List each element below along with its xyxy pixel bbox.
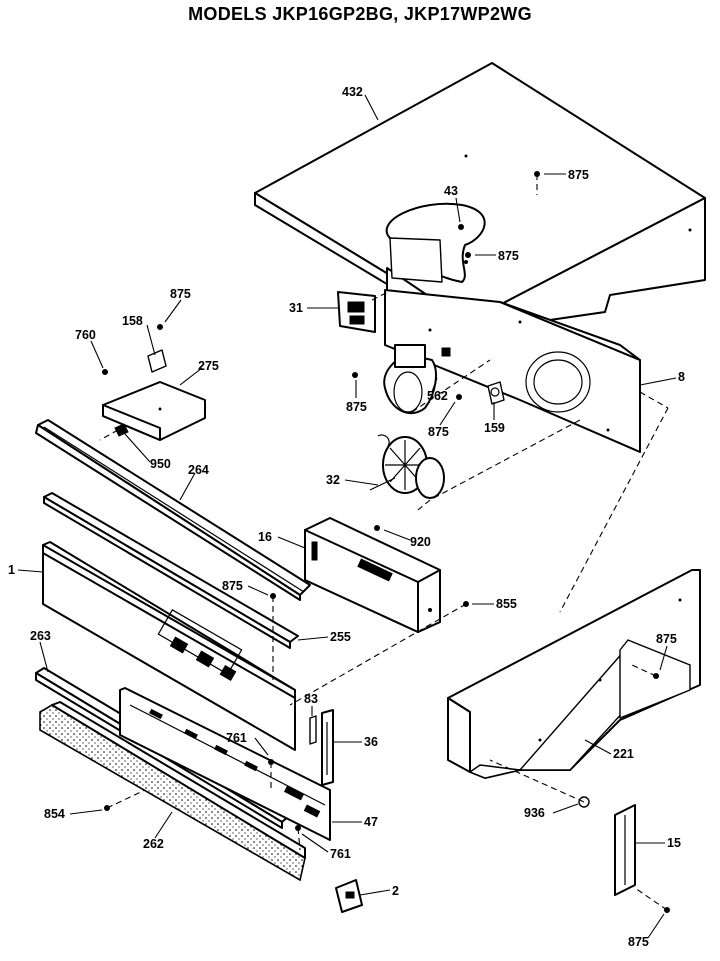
diagram-title: MODELS JKP16GP2BG, JKP17WP2WG (188, 4, 532, 24)
label-8: 8 (678, 370, 685, 384)
strip-255 (43, 492, 299, 649)
label-221: 221 (613, 747, 634, 761)
label-15: 15 (667, 836, 681, 850)
part-labels: 432 875 43 875 31 875 158 760 275 8 562 … (8, 85, 685, 949)
label-855: 855 (496, 597, 517, 611)
top-cover-432 (254, 62, 706, 333)
label-36: 36 (364, 735, 378, 749)
label-875-c: 875 (170, 287, 191, 301)
label-158: 158 (122, 314, 143, 328)
switch-31 (337, 291, 376, 333)
label-31: 31 (289, 301, 303, 315)
label-562: 562 (427, 389, 448, 403)
label-875-f: 875 (222, 579, 243, 593)
bracket-275 (102, 349, 206, 441)
bracket-15 (614, 804, 636, 896)
bracket-36 (321, 709, 334, 786)
control-panel-47 (119, 687, 331, 841)
label-760: 760 (75, 328, 96, 342)
label-875-b: 875 (498, 249, 519, 263)
trim-264 (35, 419, 311, 601)
end-cap-2 (335, 879, 363, 913)
label-16: 16 (258, 530, 272, 544)
fan-32 (369, 434, 445, 499)
label-875-g: 875 (656, 632, 677, 646)
assembly-lines (99, 174, 669, 911)
label-761-a: 761 (226, 731, 247, 745)
grille-262 (39, 701, 306, 882)
label-263: 263 (30, 629, 51, 643)
label-950: 950 (150, 457, 171, 471)
back-plate-8 (384, 289, 641, 453)
bracket-159 (487, 381, 505, 405)
control-housing-16 (304, 517, 441, 633)
label-875-e: 875 (428, 425, 449, 439)
label-936: 936 (524, 806, 545, 820)
label-47: 47 (364, 815, 378, 829)
element-43 (385, 202, 486, 283)
label-83: 83 (304, 692, 318, 706)
label-43: 43 (444, 184, 458, 198)
label-159: 159 (484, 421, 505, 435)
clip-83 (309, 715, 317, 745)
label-875-d: 875 (346, 400, 367, 414)
label-275: 275 (198, 359, 219, 373)
label-264: 264 (188, 463, 209, 477)
label-1: 1 (8, 563, 15, 577)
label-262: 262 (143, 837, 164, 851)
label-255: 255 (330, 630, 351, 644)
panel-1 (42, 541, 296, 751)
label-875-a: 875 (568, 168, 589, 182)
label-875-h: 875 (628, 935, 649, 949)
label-920: 920 (410, 535, 431, 549)
motor-562 (383, 344, 451, 415)
leader-lines (17, 94, 677, 939)
label-32: 32 (326, 473, 340, 487)
label-432: 432 (342, 85, 363, 99)
clip-950 (114, 423, 129, 437)
label-761-b: 761 (330, 847, 351, 861)
label-2: 2 (392, 884, 399, 898)
side-panel-221 (447, 569, 701, 779)
label-854: 854 (44, 807, 65, 821)
